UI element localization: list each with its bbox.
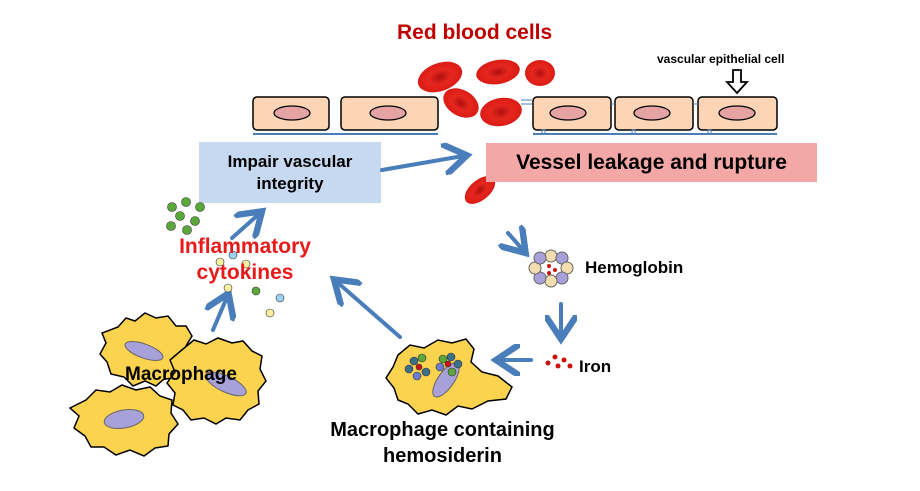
red-blood-cells	[417, 59, 555, 204]
iron-icon	[545, 354, 573, 369]
epithelial-cell-2	[340, 96, 439, 131]
arrow-macrophage-up	[213, 297, 227, 332]
epithelial-cell-5	[697, 96, 778, 131]
cell-junctions	[521, 99, 712, 135]
arrows	[213, 156, 561, 360]
macrophage-cells	[68, 312, 267, 457]
label-macrophage: Macrophage	[125, 364, 237, 385]
label-inflammatory-cytokines: Inflammatory cytokines	[179, 235, 311, 284]
epithelial-cell-1	[252, 96, 330, 131]
impair-box-bg	[199, 142, 381, 203]
hemoglobin-icon	[528, 249, 574, 288]
arrow-leak-to-hemoglobin	[508, 233, 523, 250]
leak-box-bg	[486, 143, 817, 182]
impair-vascular-integrity-box: Impair vascular integrity	[199, 142, 381, 203]
label-macrophage-hemosiderin: Macrophage containing hemosiderin	[330, 419, 555, 467]
arrow-cytokines-to-impair	[230, 214, 259, 240]
arrow-impair-to-leak	[380, 156, 463, 170]
label-iron: Iron	[579, 357, 612, 376]
label-red-blood-cells: Red blood cells	[397, 21, 553, 44]
arrow-macrophage-to-cytokines	[337, 282, 402, 339]
label-vascular-epithelial-cell: vascular epithelial cell	[657, 52, 785, 66]
label-impair-vascular-integrity: Impair vascular integrity	[227, 151, 353, 193]
label-vessel-leakage: Vessel leakage and rupture	[516, 150, 787, 174]
epithelial-cell-4	[614, 96, 694, 131]
epithelial-cell-3	[532, 96, 612, 131]
vessel-leakage-box: Vessel leakage and rupture	[486, 143, 817, 182]
label-hemoglobin: Hemoglobin	[585, 258, 684, 277]
hemosiderin-macrophage	[385, 338, 513, 416]
cytokine-dots	[166, 197, 285, 318]
epithelial-pointer-arrow	[724, 69, 750, 95]
